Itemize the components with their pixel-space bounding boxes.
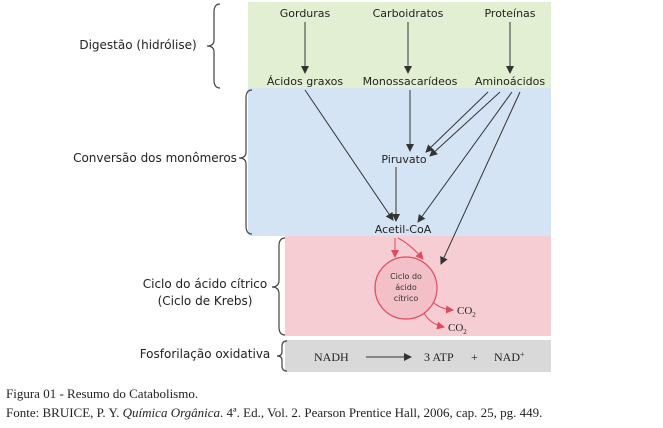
stage-label-digestion: Digestão (hidrólise) [79,38,196,52]
stage-label-krebs-line1: Ciclo do ácido cítrico [143,277,267,291]
node-acidos-graxos: Ácidos graxos [267,75,344,88]
arrow-amino-krebs [440,91,521,265]
node-proteinas: Proteínas [484,7,535,20]
cycle-label-line2: ácido [395,283,417,292]
band-digestion [248,2,551,88]
oxphos-plus: + [471,350,478,364]
node-acetil-coa: Acetil-CoA [375,223,432,236]
arrow-amino-piruvato-2 [429,91,501,157]
cycle-label-line3: cítrico [394,294,419,303]
figure-caption-line2: Fonte: BRUICE, P. Y. Química Orgânica. 4… [6,405,542,421]
node-piruvato: Piruvato [381,153,427,166]
figure-caption-line1: Figura 01 - Resumo do Catabolismo. [6,386,199,401]
caption-book-title: Química Orgânica [122,405,221,420]
band-oxphos [285,340,551,372]
stage-label-oxphos: Fosforilação oxidativa [140,347,271,361]
oxphos-nadh: NADH [314,350,349,364]
arrow-cycle-co2-1 [432,301,454,314]
co2-label-2: CO2 [448,322,467,336]
node-gorduras: Gorduras [280,7,331,20]
caption-details: . 4ª. Ed., Vol. 2. Pearson Prentice Hall… [220,405,543,420]
node-monossacarideos: Monossacarídeos [363,75,458,88]
caption-source: Fonte: BRUICE, P. Y. [6,405,123,420]
node-aminoacidos: Aminoácidos [475,75,546,88]
band-conversion [248,88,551,236]
arrow-acetil-cycle-curve [397,237,424,260]
arrow-acidos-acetil [304,89,394,221]
stage-label-krebs-line2: (Ciclo de Krebs) [158,294,253,308]
brace-krebs [271,237,286,336]
cycle-label-line1: Ciclo do [390,272,422,281]
oxphos-atp: 3 ATP [424,350,454,364]
arrow-amino-piruvato-1 [425,91,489,153]
oxphos-nad: NAD+ [494,350,525,364]
co2-label-1: CO2 [457,305,476,319]
stage-label-conversion: Conversão dos monômeros [73,151,237,165]
citric-acid-cycle [374,256,438,320]
brace-digestion [206,3,221,89]
brace-oxphos [276,340,288,372]
arrow-amino-acetil [417,91,513,223]
node-carboidratos: Carboidratos [373,7,444,20]
brace-conversion [238,89,253,235]
arrow-cycle-co2-2 [423,312,445,330]
